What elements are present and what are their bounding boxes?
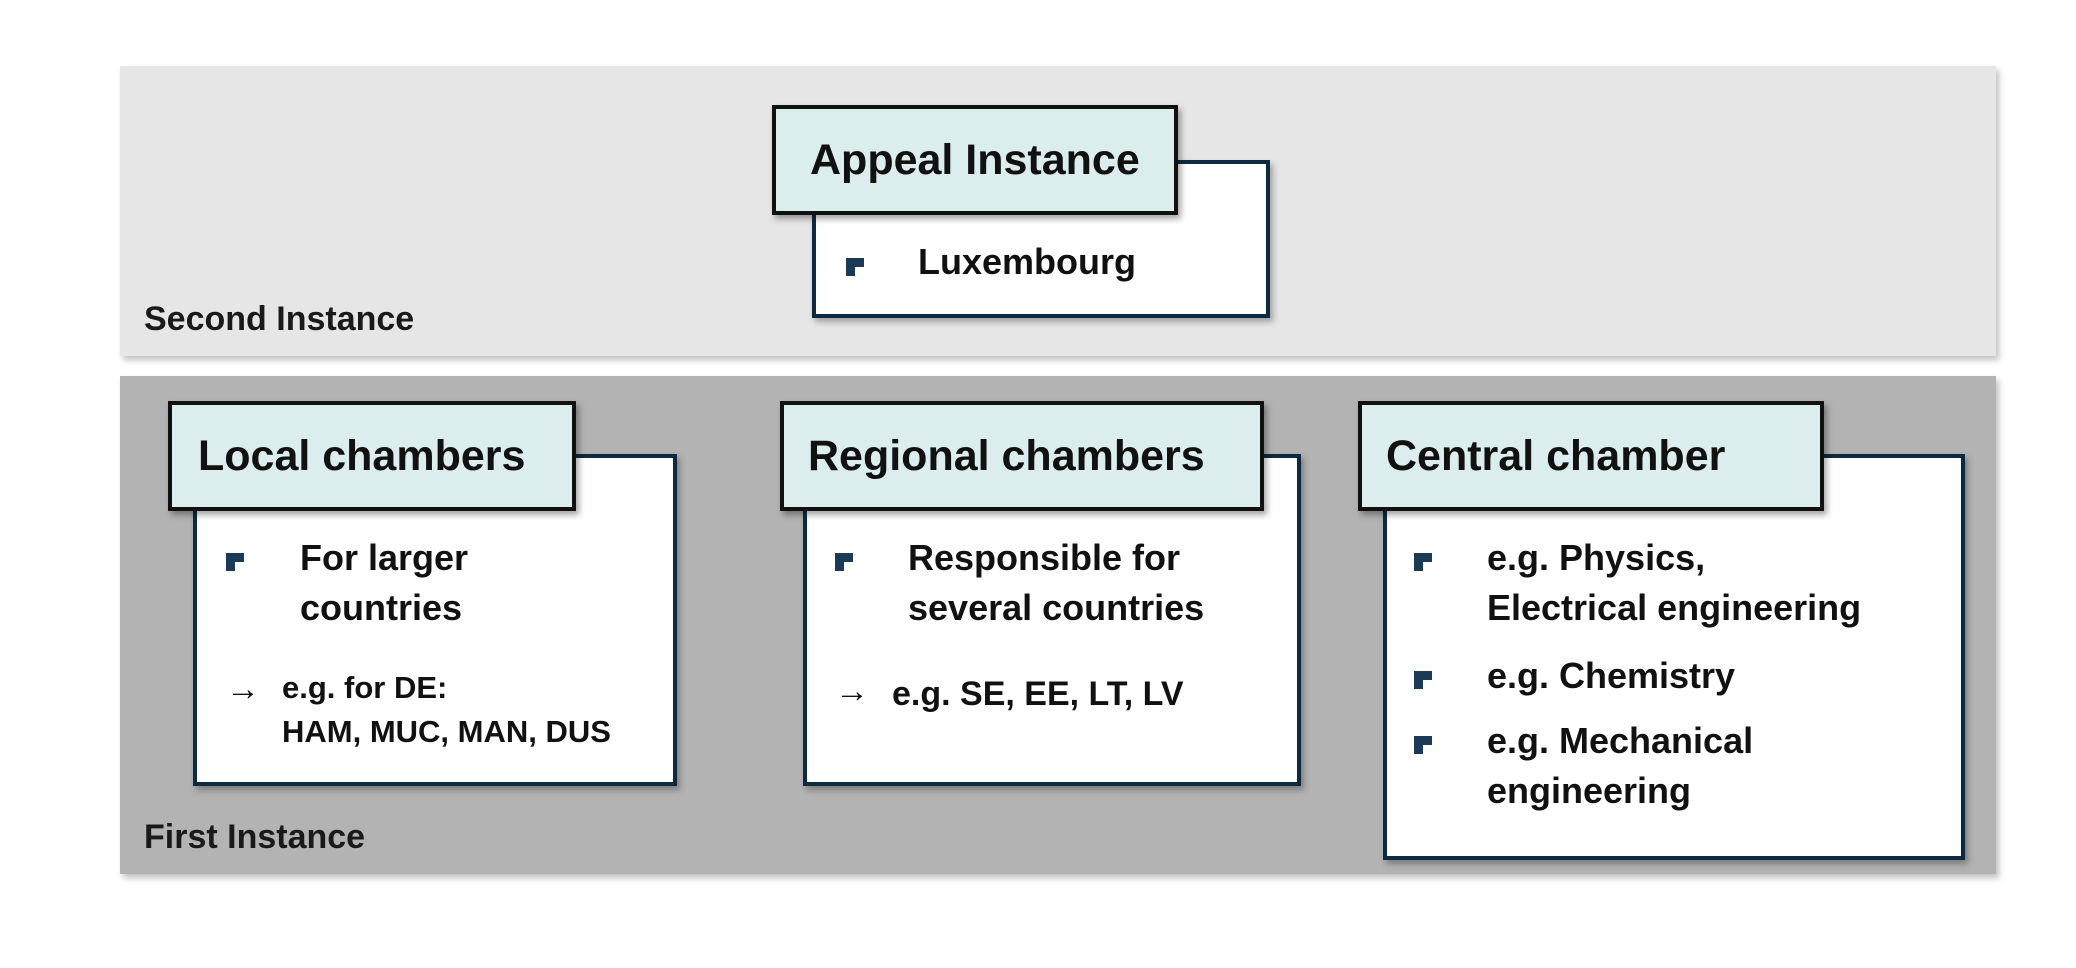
local-example-line1: e.g. for DE: xyxy=(282,670,448,705)
central-item3-line2: engineering xyxy=(1487,770,1692,811)
local-chambers-title: Local chambers xyxy=(198,431,526,480)
bullet-icon xyxy=(226,553,244,571)
central-chamber-card xyxy=(1383,454,1965,860)
local-example-line2: HAM, MUC, MAN, DUS xyxy=(282,714,611,749)
arrow-right-icon: → xyxy=(226,670,260,708)
appeal-instance-header: Appeal Instance xyxy=(772,105,1178,215)
central-item1-line1: e.g. Physics, xyxy=(1487,537,1706,578)
bullet-icon xyxy=(1414,736,1432,754)
arrow-right-icon: → xyxy=(835,672,869,710)
central-item2: e.g. Chemistry xyxy=(1487,655,1736,696)
regional-bullet-line2: several countries xyxy=(908,587,1205,628)
local-chambers-header: Local chambers xyxy=(168,401,576,511)
first-instance-label: First Instance xyxy=(144,818,366,856)
appeal-instance-title: Appeal Instance xyxy=(810,135,1140,184)
central-chamber-title: Central chamber xyxy=(1386,431,1726,480)
central-item3-line1: e.g. Mechanical xyxy=(1487,720,1754,761)
local-bullet-line1: For larger xyxy=(300,537,469,578)
bullet-icon xyxy=(835,553,853,571)
appeal-item-luxembourg: Luxembourg xyxy=(918,241,1137,282)
bullet-icon xyxy=(846,258,864,276)
central-item1-line2: Electrical engineering xyxy=(1487,587,1862,628)
regional-bullet-line1: Responsible for xyxy=(908,537,1181,578)
second-instance-label: Second Instance xyxy=(144,300,415,338)
regional-example: e.g. SE, EE, LT, LV xyxy=(892,675,1184,713)
bullet-icon xyxy=(1414,553,1432,571)
local-bullet-line2: countries xyxy=(300,587,463,628)
central-chamber-header: Central chamber xyxy=(1358,401,1824,511)
regional-chambers-header: Regional chambers xyxy=(780,401,1264,511)
regional-chambers-title: Regional chambers xyxy=(808,431,1205,480)
bullet-icon xyxy=(1414,671,1432,689)
